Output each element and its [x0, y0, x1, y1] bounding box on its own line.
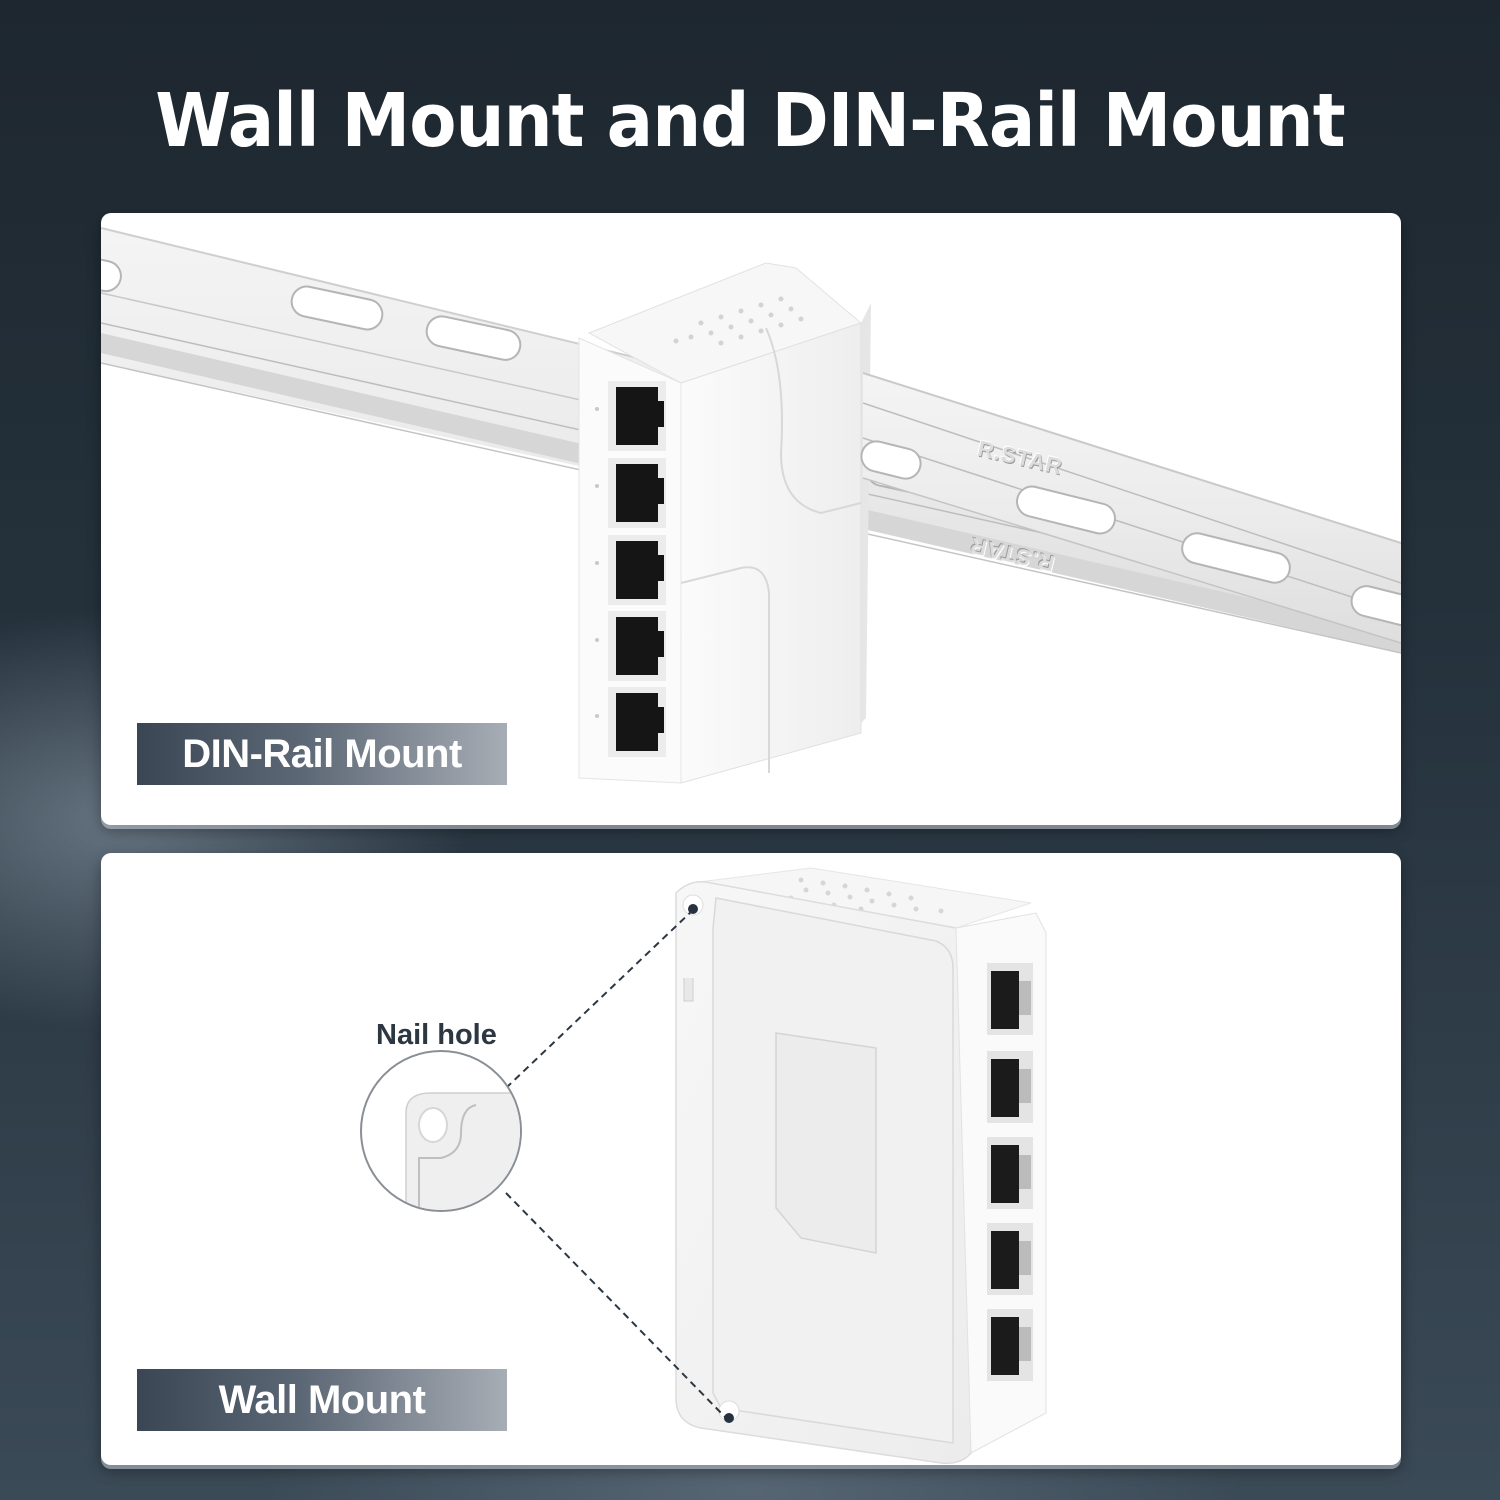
nail-hole-magnifier	[360, 1050, 522, 1212]
nail-hole-marker-bottom	[724, 1413, 734, 1423]
rj45-port	[608, 611, 666, 681]
led-indicators	[595, 407, 599, 718]
callout-lines	[505, 909, 727, 1419]
nail-hole-label: Nail hole	[376, 1019, 497, 1051]
din-rail-mount-label: DIN-Rail Mount	[137, 723, 507, 785]
rj45-port	[987, 963, 1033, 1035]
wall-mount-illustration	[360, 867, 1047, 1465]
rj45-port	[608, 381, 666, 451]
rj45-port	[987, 1223, 1033, 1295]
rj45-ports	[987, 963, 1033, 1381]
din-rail-front	[860, 372, 1401, 644]
page-title: Wall Mount and DIN-Rail Mount	[155, 78, 1345, 164]
rj45-port	[608, 535, 666, 605]
rj45-port	[987, 1309, 1033, 1381]
din-rail-illustration	[101, 227, 1401, 784]
din-rail-mount-panel: R.STAR R.STAR DIN-Rail Mount	[101, 213, 1401, 825]
rj45-port	[987, 1051, 1033, 1123]
wall-mount-panel: Nail hole Wall Mount	[101, 853, 1401, 1465]
nail-hole-marker-top	[688, 904, 698, 914]
wall-mount-label: Wall Mount	[137, 1369, 507, 1431]
rj45-port	[987, 1137, 1033, 1209]
rj45-port	[608, 458, 666, 528]
rj45-port	[608, 687, 666, 757]
rj45-ports	[595, 381, 666, 757]
